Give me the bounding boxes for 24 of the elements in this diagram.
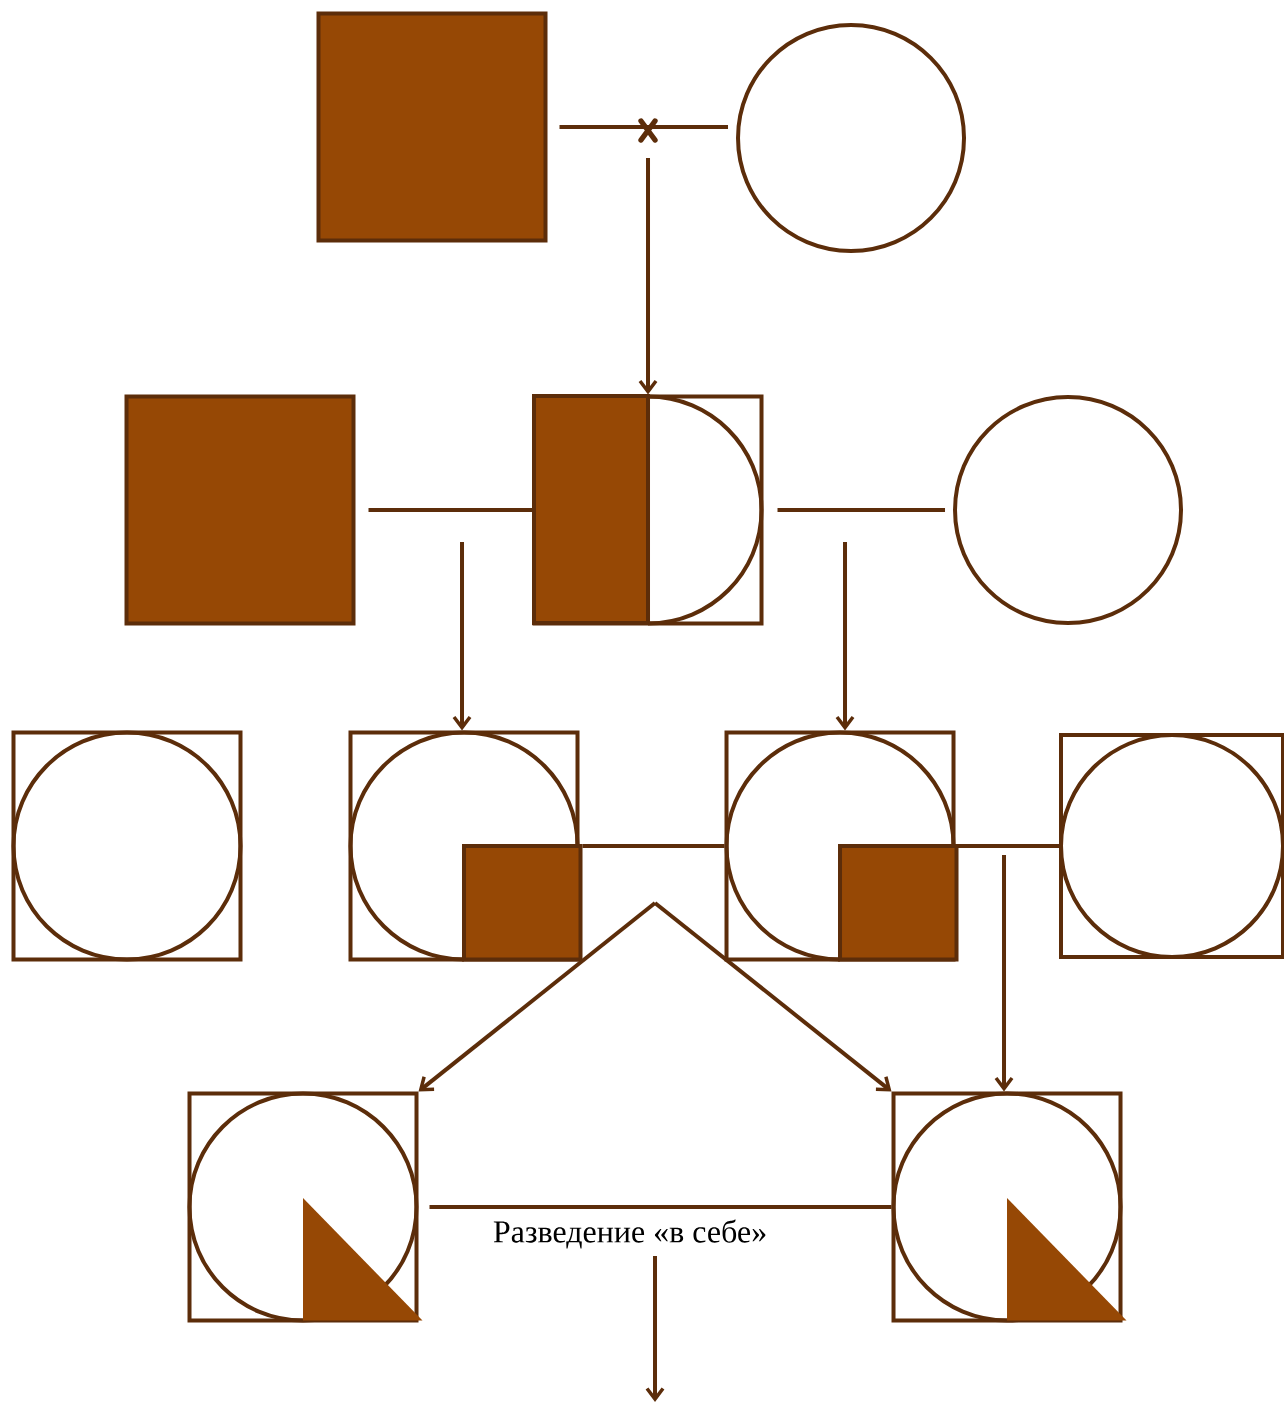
arrow [994, 855, 1014, 1092]
square-symbol [124, 394, 356, 626]
circle-symbol [736, 23, 966, 253]
circle-symbol [953, 395, 1183, 625]
square-symbol [348, 730, 583, 962]
square-symbol [1059, 733, 1284, 959]
square-symbol [11, 730, 243, 962]
arrow [835, 542, 855, 731]
arrow [653, 901, 892, 1092]
square-symbol [532, 394, 764, 626]
connector-line [955, 844, 1059, 848]
connector-line [777, 508, 945, 512]
square-symbol [891, 1091, 1127, 1323]
square-symbol [316, 11, 548, 243]
connector-line [368, 508, 533, 512]
connector-line [582, 844, 725, 848]
arrow [418, 901, 657, 1092]
edge-label: Разведение «в себе» [493, 1219, 766, 1249]
square-symbol [724, 730, 959, 962]
arrow [638, 158, 658, 395]
connector-line [559, 125, 728, 129]
connector-line [429, 1205, 892, 1209]
arrow [452, 542, 472, 731]
square-symbol [187, 1091, 423, 1323]
